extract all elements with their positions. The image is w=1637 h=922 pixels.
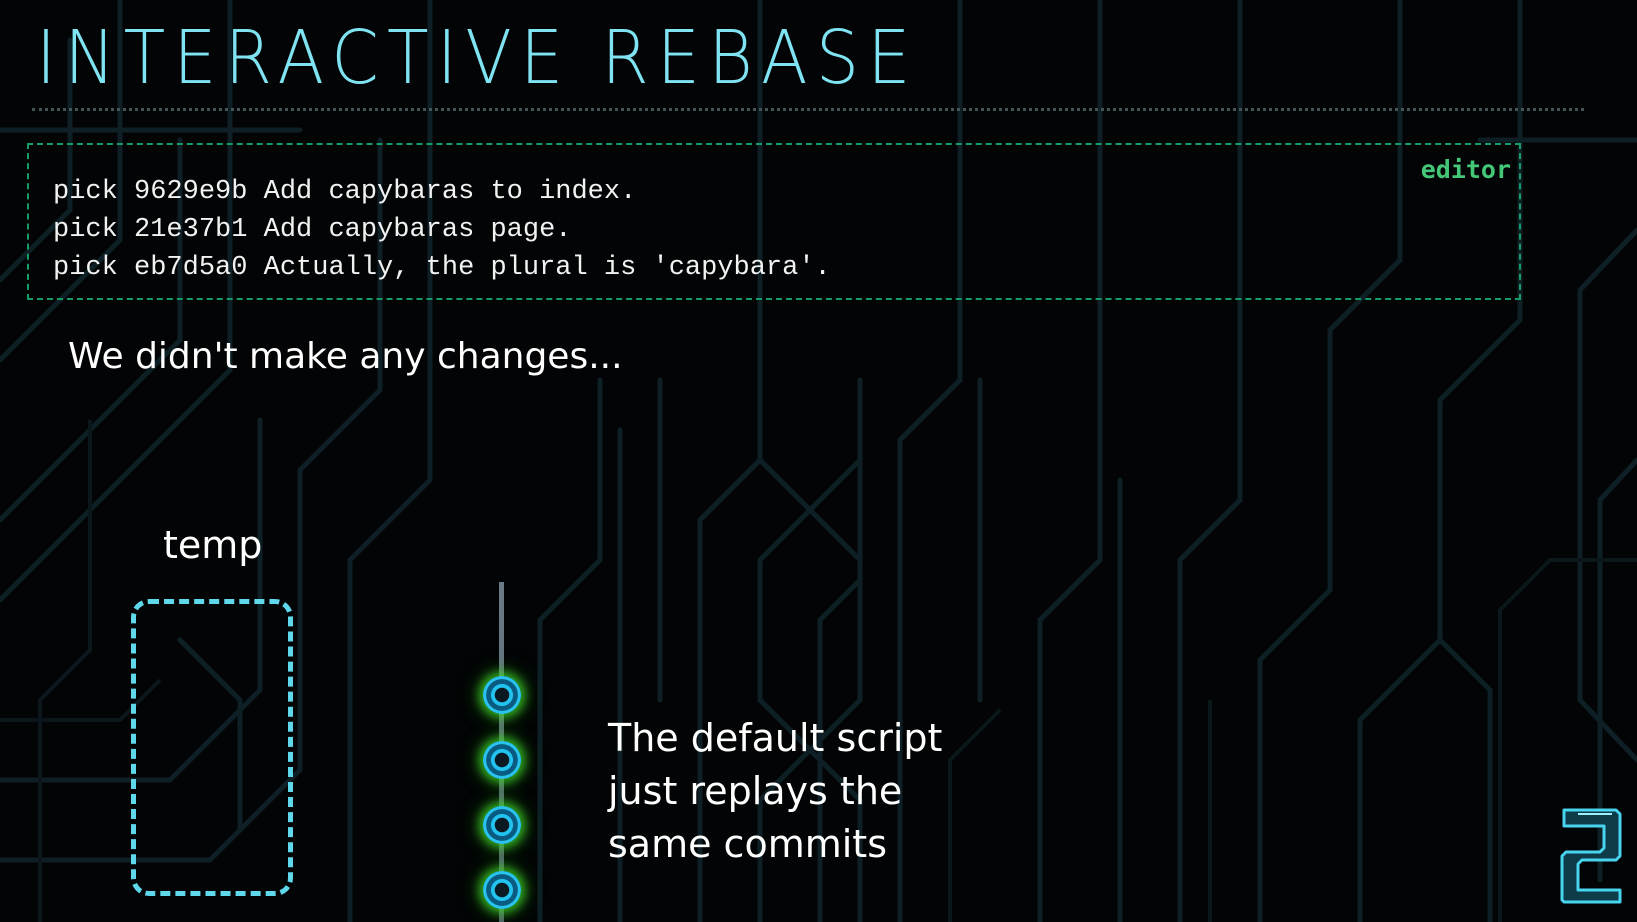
level-2-logo-icon xyxy=(1560,808,1622,904)
caption-line: same commits xyxy=(608,822,887,866)
rebase-todo-list: pick 9629e9b Add capybaras to index. pic… xyxy=(53,173,831,287)
caption-line: The default script xyxy=(608,716,943,760)
title-divider xyxy=(32,108,1584,111)
rebase-todo-line: pick eb7d5a0 Actually, the plural is 'ca… xyxy=(53,253,831,283)
editor-label: editor xyxy=(1420,155,1511,184)
slide-title: INTERACTIVE REBASE xyxy=(36,15,919,101)
commit-node-icon xyxy=(483,871,521,909)
rebase-todo-line: pick 9629e9b Add capybaras to index. xyxy=(53,177,637,207)
no-changes-note: We didn't make any changes... xyxy=(68,336,623,377)
caption-line: just replays the xyxy=(608,769,903,813)
commit-node-icon xyxy=(483,741,521,779)
temp-branch-label: temp xyxy=(163,523,263,567)
editor-panel: editor pick 9629e9b Add capybaras to ind… xyxy=(27,143,1521,300)
commit-node-icon xyxy=(483,676,521,714)
slide-caption: The default script just replays the same… xyxy=(608,712,942,871)
rebase-todo-line: pick 21e37b1 Add capybaras page. xyxy=(53,215,572,245)
temp-branch-placeholder xyxy=(131,599,293,896)
commit-node-icon xyxy=(483,806,521,844)
